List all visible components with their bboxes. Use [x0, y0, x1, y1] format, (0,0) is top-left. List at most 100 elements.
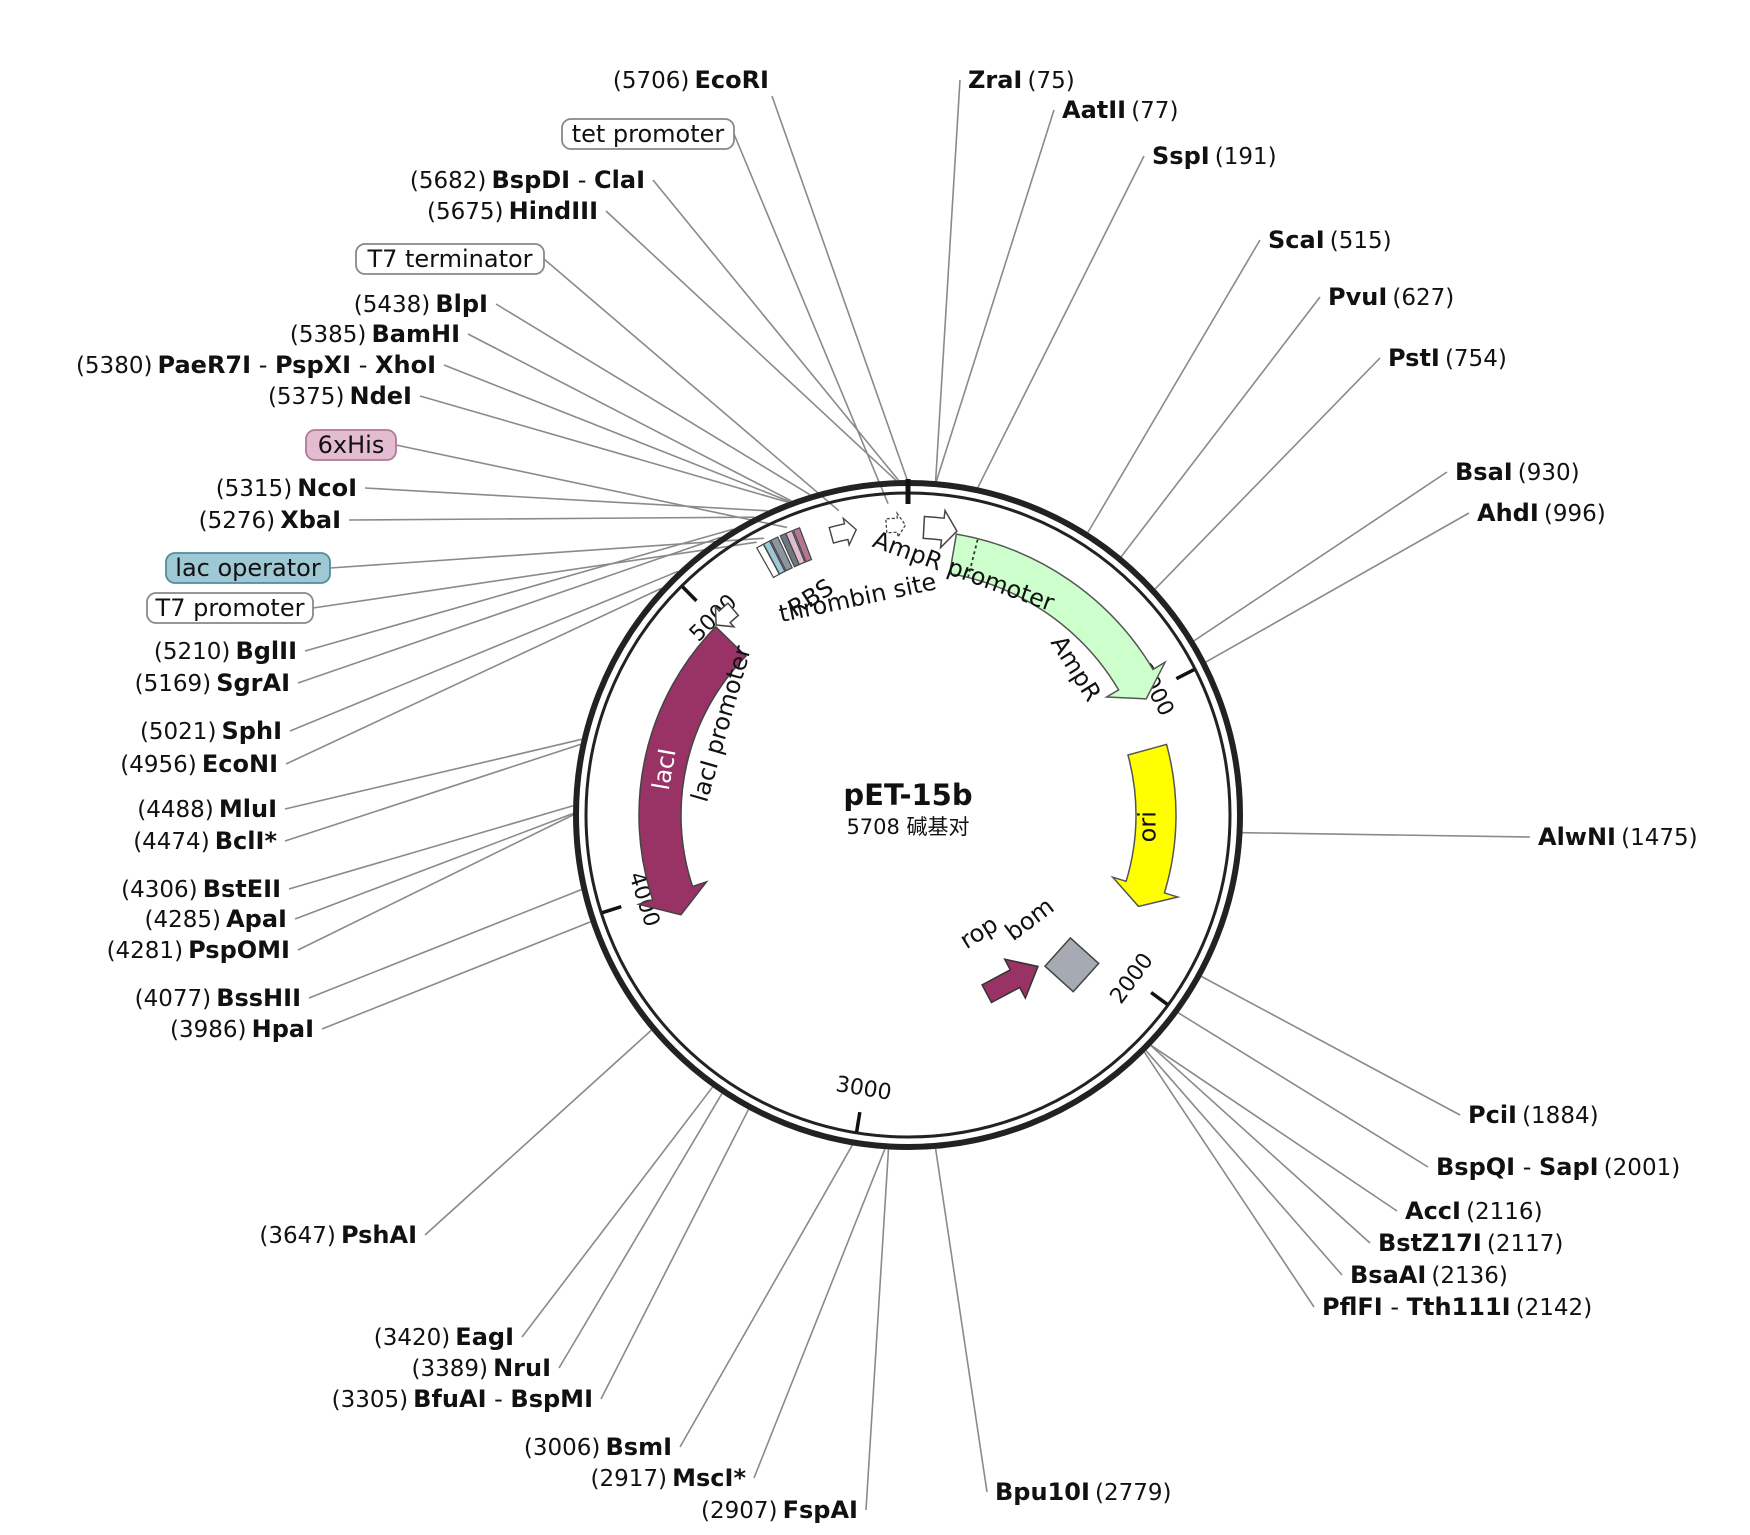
site-position: (5706) — [613, 68, 689, 94]
box-label-text: T7 promoter — [155, 594, 305, 622]
site-mlui: (4488) MluI — [137, 795, 277, 823]
enzyme-name: BlpI — [435, 290, 488, 318]
leader-bamhi — [467, 333, 792, 502]
site-econi: (4956) EcoNI — [120, 750, 278, 778]
site-label: PstI (754) — [1388, 344, 1507, 372]
site-position: (3305) — [332, 1387, 408, 1413]
leader-pcii — [1201, 975, 1461, 1116]
thrombin-site-block — [792, 527, 813, 563]
enzyme-name: SapI — [1539, 1153, 1599, 1181]
name-separator: - — [487, 1385, 511, 1413]
enzyme-name: ClaI — [594, 166, 645, 194]
site-label: (3305) BfuAI - BspMI — [332, 1385, 593, 1413]
enzyme-name: XhoI — [375, 351, 436, 379]
laci-promoter-arrow — [714, 602, 740, 628]
site-position: (75) — [1027, 68, 1074, 94]
site-label: PvuI (627) — [1328, 283, 1454, 311]
leader-lines — [284, 79, 1531, 1511]
site-label: (3006) BsmI — [524, 1433, 672, 1461]
site-position: (4281) — [107, 938, 183, 964]
enzyme-name: PciI — [1468, 1101, 1517, 1129]
ori-arrow — [1110, 743, 1181, 908]
site-acci: AccI (2116) — [1405, 1197, 1543, 1225]
site-bsmi: (3006) BsmI — [524, 1433, 672, 1461]
enzyme-name: HpaI — [252, 1015, 314, 1043]
enzyme-name: BstZ17I — [1378, 1229, 1482, 1257]
site-bspdi-clai: (5682) BspDI - ClaI — [410, 166, 645, 194]
enzyme-name: BsaAI — [1350, 1261, 1426, 1289]
site-label: (5380) PaeR7I - PspXI - XhoI — [76, 351, 436, 379]
box-label-frame — [355, 243, 545, 275]
site-label: (4956) EcoNI — [120, 750, 278, 778]
site-position: (5385) — [290, 322, 366, 348]
site-label: (3986) HpaI — [170, 1015, 314, 1043]
name-separator: - — [1383, 1293, 1407, 1321]
site-bsai: BsaI (930) — [1455, 458, 1580, 486]
enzyme-name: Bpu10I — [995, 1478, 1090, 1506]
site-label: AlwNI (1475) — [1538, 823, 1698, 851]
enzyme-name: AccI — [1405, 1197, 1461, 1225]
enzyme-name: MscI* — [672, 1464, 746, 1492]
site-label: (4474) BclI* — [133, 827, 277, 855]
site-bsteii: (4306) BstEII — [121, 875, 281, 903]
site-position: (2136) — [1431, 1263, 1507, 1289]
site-pshai: (3647) PshAI — [259, 1221, 417, 1249]
site-label: (5169) SgrAI — [135, 669, 290, 697]
box-label-6xhis: 6xHis — [305, 429, 397, 461]
leader-eagi — [521, 1086, 714, 1338]
site-position: (2907) — [701, 1498, 777, 1524]
leader-pflfi — [1143, 1051, 1315, 1308]
site-sphi: (5021) SphI — [140, 717, 282, 745]
plasmid-name: pET-15b — [843, 778, 972, 812]
leader-apai — [294, 812, 574, 920]
site-label: (5375) NdeI — [268, 382, 412, 410]
enzyme-name: Tth111I — [1407, 1293, 1511, 1321]
site-label: (3420) EagI — [374, 1323, 514, 1351]
enzyme-name: BclI* — [215, 827, 278, 855]
site-hpai: (3986) HpaI — [170, 1015, 314, 1043]
enzyme-name: EcoRI — [694, 66, 769, 94]
box-label-lac-operator: lac operator — [165, 552, 331, 584]
rop-arrow — [981, 958, 1040, 1004]
site-position: (1884) — [1522, 1103, 1598, 1129]
site-nrui: (3389) NruI — [411, 1354, 551, 1382]
enzyme-name: BspQI — [1436, 1153, 1515, 1181]
feature-layer — [636, 508, 1181, 1004]
site-position: (3647) — [259, 1223, 335, 1249]
site-msci: (2917) MscI* — [591, 1464, 747, 1492]
enzyme-name: BspMI — [510, 1385, 593, 1413]
leader-ecori — [771, 95, 909, 481]
site-label: BspQI - SapI (2001) — [1436, 1153, 1680, 1181]
leader-box-4 — [312, 541, 757, 609]
site-ncoi: (5315) NcoI — [216, 474, 357, 502]
site-bpu10i: Bpu10I (2779) — [995, 1478, 1171, 1506]
site-position: (2779) — [1095, 1480, 1171, 1506]
enzyme-name: BglII — [235, 637, 297, 665]
six-his-block — [784, 529, 806, 566]
leader-box-2 — [395, 444, 788, 529]
site-blpi: (5438) BlpI — [354, 290, 488, 318]
leader-bspdi — [652, 179, 900, 481]
site-scai: ScaI (515) — [1268, 226, 1392, 254]
leader-hindiii — [605, 210, 897, 481]
site-eagi: (3420) EagI — [374, 1323, 514, 1351]
leader-pspomi — [297, 814, 574, 951]
site-label: (5385) BamHI — [290, 320, 460, 348]
enzyme-name: PaeR7I — [158, 351, 252, 379]
name-separator: - — [251, 351, 275, 379]
site-label: (3389) NruI — [411, 1354, 551, 1382]
site-label: BsaI (930) — [1455, 458, 1580, 486]
box-label-tet-promoter: tet promoter — [561, 118, 735, 150]
tick-mark-2000 — [1150, 991, 1169, 1006]
ori-label: ori — [1134, 811, 1162, 842]
box-label-text: tet promoter — [572, 120, 725, 148]
site-position: (515) — [1330, 228, 1392, 254]
plasmid-size: 5708 碱基对 — [846, 815, 969, 839]
box-label-frame — [165, 552, 331, 584]
site-label: (2907) FspAI — [701, 1496, 858, 1524]
box-label-frame — [561, 118, 735, 150]
site-label: ScaI (515) — [1268, 226, 1392, 254]
site-position: (3389) — [411, 1356, 487, 1382]
site-hindiii: (5675) HindIII — [427, 197, 598, 225]
enzyme-name: AatII — [1062, 96, 1126, 124]
